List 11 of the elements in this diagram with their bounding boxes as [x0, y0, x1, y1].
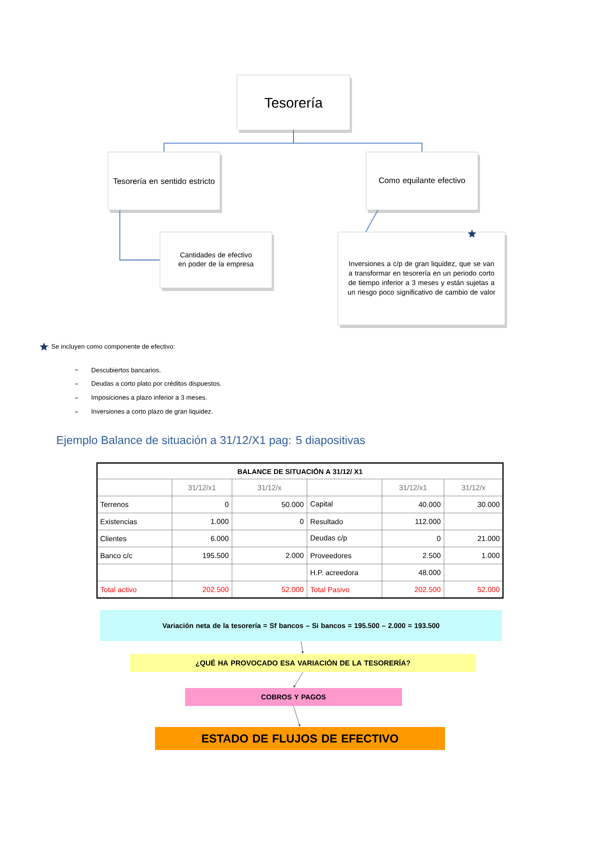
connector: [119, 210, 160, 260]
connector: [293, 130, 422, 152]
connector: [294, 672, 304, 688]
process-box: Tesorería: [236, 74, 352, 133]
process-box: ESTADO DE FLUJOS DE EFECTIVO: [155, 727, 445, 750]
connector: [293, 706, 300, 726]
connector: [365, 210, 378, 232]
connector: [300, 641, 304, 654]
process-box: Como equilante efectivo: [366, 152, 480, 213]
section-heading: Ejemplo Balance de situación a 31/12/X1 pag: 5 diapositivas: [57, 436, 365, 446]
process-box: Tesorería en sentido estricto: [108, 152, 222, 213]
